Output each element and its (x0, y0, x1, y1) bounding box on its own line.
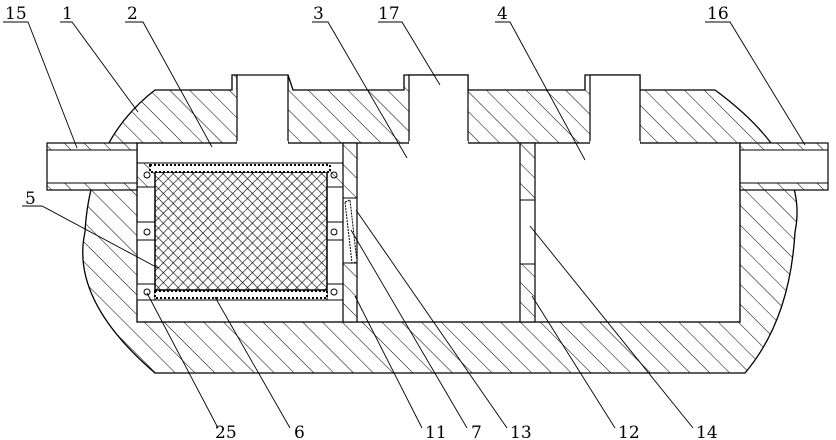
label-15: 15 (5, 4, 27, 24)
outlet-pipe (739, 142, 829, 191)
label-1: 1 (62, 4, 73, 24)
label-5: 5 (25, 189, 36, 209)
label-6: 6 (294, 423, 305, 440)
label-25: 25 (215, 423, 237, 440)
bottom-bristle-bar (154, 290, 328, 299)
neck-17 (408, 74, 469, 146)
label-7: 7 (471, 423, 482, 440)
label-3: 3 (313, 4, 324, 24)
label-12: 12 (618, 423, 640, 440)
label-11: 11 (425, 423, 447, 440)
top-bristle-bar (149, 164, 331, 173)
neck-right (589, 74, 641, 146)
label-17: 17 (378, 4, 400, 24)
filter-basket (136, 162, 344, 301)
neck-left (236, 74, 289, 146)
filter-mesh (154, 171, 328, 291)
label-4: 4 (497, 4, 508, 24)
label-14: 14 (696, 423, 718, 440)
leader-lines (3, 21, 806, 429)
label-13: 13 (510, 423, 532, 440)
label-2: 2 (127, 4, 138, 24)
flap-valve (344, 199, 358, 264)
label-16: 16 (707, 4, 729, 24)
inlet-pipe (46, 142, 138, 191)
